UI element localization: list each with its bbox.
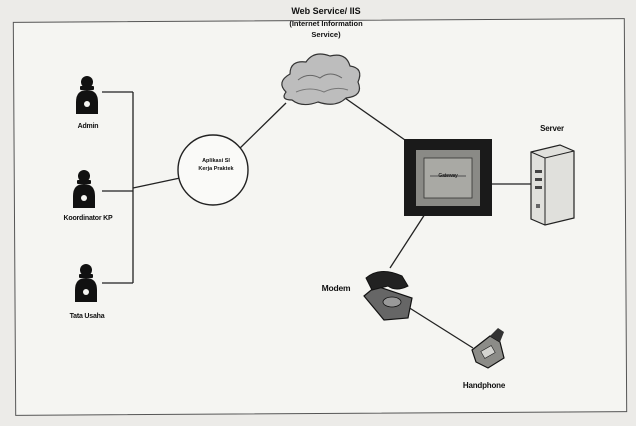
- user-icon-admin: [76, 76, 98, 114]
- aplikasi-label-line1: Aplikasi SI: [202, 158, 230, 164]
- aplikasi-label-line2: Kerja Praktek: [198, 166, 234, 172]
- aplikasi-circle: [177, 134, 249, 206]
- edge-gateway-modem: [389, 213, 426, 269]
- tata-usaha-label: Tata Usaha: [69, 313, 105, 320]
- user-icon-koordinator: [73, 170, 95, 208]
- modem-label: Modem: [321, 283, 351, 293]
- edge-modem-handphone: [407, 306, 474, 349]
- server-icon: [530, 144, 575, 226]
- edge-users-aplikasi: [132, 177, 181, 189]
- user-icon-tata-usaha: [75, 264, 97, 302]
- handphone-icon: [471, 328, 505, 369]
- telephone-icon: [363, 271, 413, 321]
- gateway-icon: [404, 139, 492, 216]
- web-service-subtitle-line2: (Internet Information: [289, 19, 363, 28]
- admin-label: Admin: [77, 123, 99, 130]
- server-label: Server: [540, 124, 564, 133]
- web-service-subtitle-line3: Service): [311, 30, 341, 39]
- web-service-subtitle: (Internet Information Service): [256, 18, 396, 40]
- aplikasi-label: Aplikasi SI Kerja Praktek: [184, 157, 248, 173]
- gateway-label: Gateway: [438, 173, 458, 179]
- edge-webservice-gateway: [344, 97, 406, 141]
- web-service-title: Web Service/ IIS: [291, 6, 361, 16]
- koordinator-label: Koordinator KP: [63, 215, 113, 222]
- cloud-icon: [281, 53, 361, 106]
- edge-aplikasi-webservice: [235, 102, 287, 153]
- handphone-label: Handphone: [462, 381, 506, 390]
- user-bracket: [102, 91, 134, 284]
